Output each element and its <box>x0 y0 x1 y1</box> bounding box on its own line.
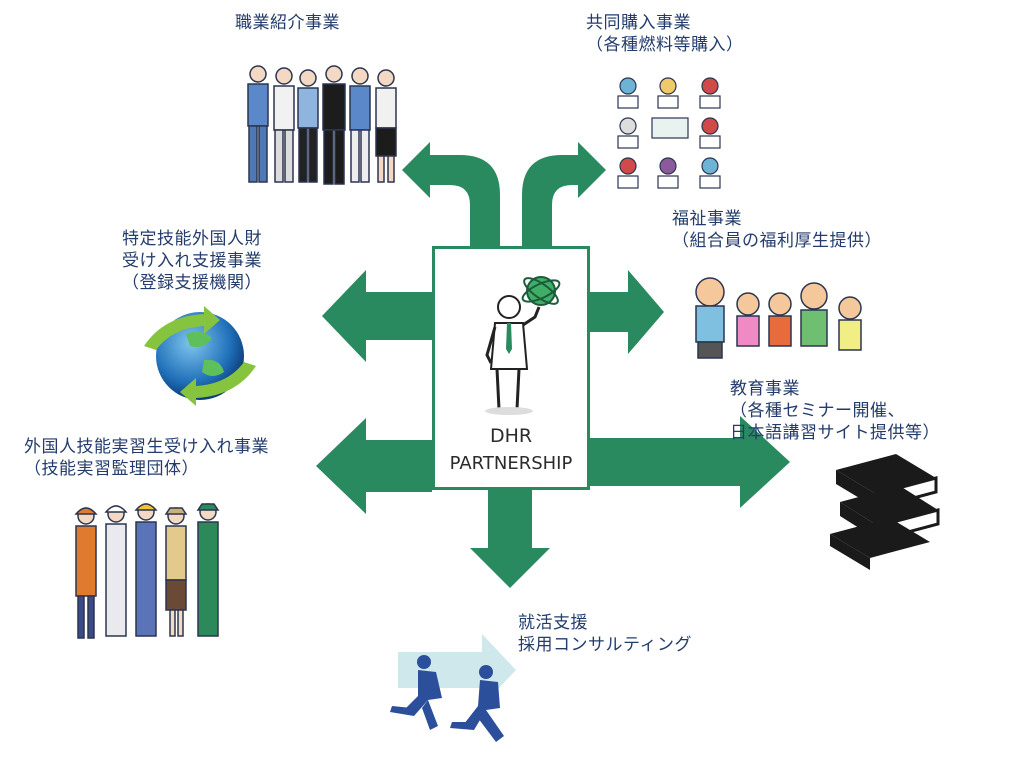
label-employment-support: 就活支援 採用コンサルティング <box>518 613 692 655</box>
arrow-up-left <box>402 142 500 248</box>
cheering-people-illustration <box>695 277 862 359</box>
workers-group-illustration <box>247 65 397 185</box>
label-group-purchase: 共同購入事業 （各種燃料等購入） <box>586 13 744 55</box>
arrow-right-upper <box>590 270 664 354</box>
arrow-left-lower <box>316 418 432 514</box>
arrow-right-lower <box>590 416 790 508</box>
arrow-down <box>470 490 550 588</box>
label-specified-skilled: 特定技能外国人財 受け入れ支援事業 （登録支援機関） <box>122 229 262 293</box>
label-welfare: 福祉事業 （組合員の福利厚生提供） <box>672 209 882 251</box>
books-stack-illustration <box>830 454 940 570</box>
businessman-illustration <box>485 276 561 415</box>
arrow-up-right <box>522 142 606 248</box>
arrow-left-upper <box>322 270 432 362</box>
running-jobseekers-illustration <box>390 634 516 742</box>
label-education: 教育事業 （各種セミナー開催、 日本語講習サイト提供等） <box>730 379 940 443</box>
label-technical-intern: 外国人技能実習生受け入れ事業 （技能実習監理団体） <box>24 437 269 479</box>
globe-arrows-illustration <box>144 306 256 406</box>
label-job-placement: 職業紹介事業 <box>235 13 340 33</box>
center-title-line1: DHR <box>489 425 533 447</box>
uniform-workers-illustration <box>74 503 220 639</box>
center-title-line2: PARTNERSHIP <box>449 453 573 474</box>
center-partnership-box: DHR PARTNERSHIP <box>432 246 590 490</box>
purchase-people-illustration <box>617 77 721 189</box>
